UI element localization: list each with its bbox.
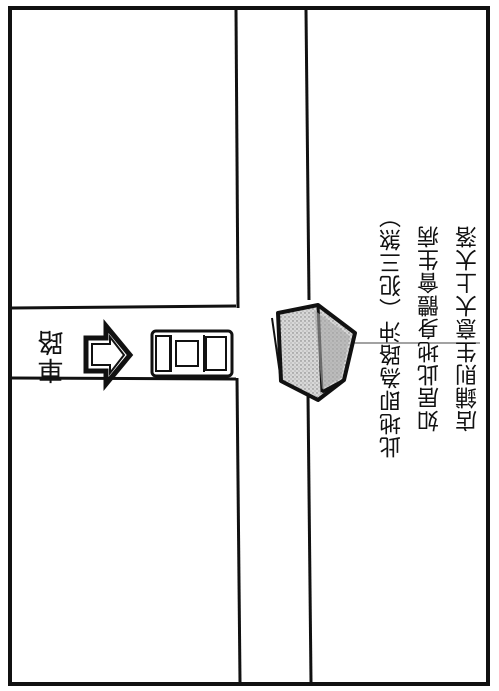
road-label: 車路	[38, 328, 68, 384]
note-line-3: 店鋪則生意大上大落	[456, 225, 481, 432]
upper-left-block-bottom	[11, 304, 237, 310]
outer-frame	[8, 6, 490, 686]
right-arrow-icon	[83, 319, 134, 391]
right-block-left-lower	[306, 394, 313, 683]
upper-left-block-right	[234, 9, 240, 309]
note-line-1: 此地即為路沖（犯三煞）	[380, 205, 405, 458]
car-icon	[150, 329, 234, 378]
right-block-left-upper	[304, 9, 311, 301]
lower-left-block-top	[11, 376, 237, 381]
note-line-2: 如居此地身體會生病	[418, 225, 443, 432]
building-icon	[271, 303, 357, 402]
lower-left-block-right	[235, 377, 242, 683]
